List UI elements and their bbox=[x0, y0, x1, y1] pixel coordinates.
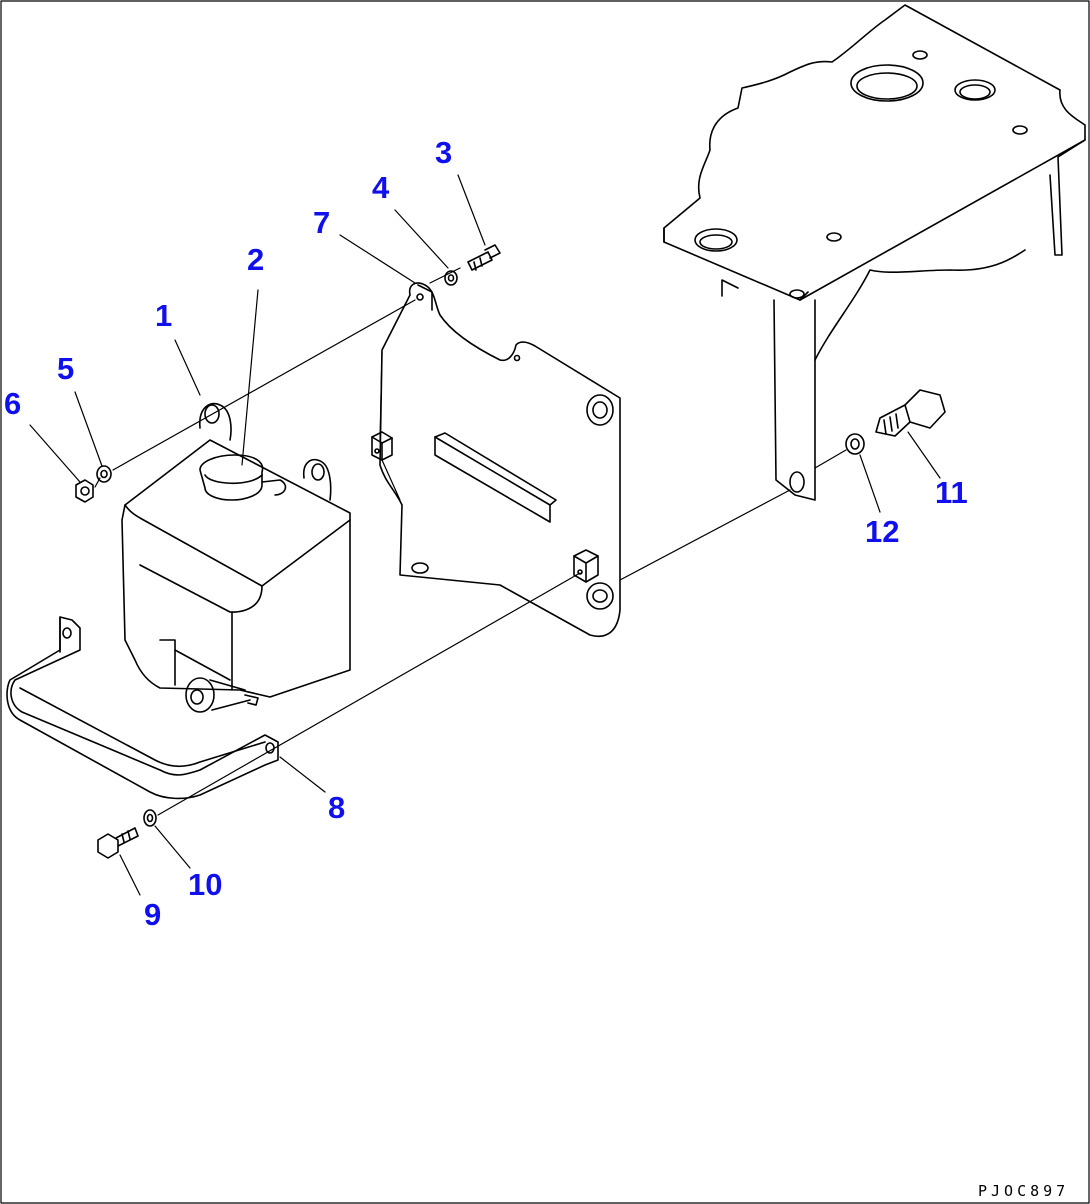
leader-lines bbox=[29, 174, 941, 896]
nut-6 bbox=[75, 479, 94, 503]
callout-2: 2 bbox=[247, 242, 264, 277]
callout-9: 9 bbox=[144, 897, 161, 932]
callout-labels: 1 2 3 4 5 6 7 8 9 10 11 12 bbox=[4, 135, 968, 932]
callout-8: 8 bbox=[328, 790, 345, 825]
washer-12 bbox=[845, 433, 865, 455]
bolt-3 bbox=[467, 244, 501, 271]
callout-6: 6 bbox=[4, 386, 21, 421]
callout-1: 1 bbox=[155, 298, 172, 333]
washer-10 bbox=[143, 809, 157, 827]
washer-4 bbox=[444, 270, 458, 286]
strap bbox=[6, 616, 279, 800]
reservoir-tank bbox=[121, 402, 351, 713]
assembly-lines bbox=[94, 267, 847, 816]
callout-4: 4 bbox=[372, 170, 390, 205]
callout-10: 10 bbox=[188, 867, 222, 902]
callout-11: 11 bbox=[935, 475, 968, 510]
washer-5 bbox=[96, 465, 112, 483]
callout-7: 7 bbox=[313, 205, 330, 240]
mounting-bracket bbox=[663, 4, 1086, 501]
drawing-code: PJOC897 bbox=[978, 1182, 1069, 1200]
callout-3: 3 bbox=[435, 135, 452, 170]
bolt-11 bbox=[875, 389, 946, 437]
mounting-plate bbox=[371, 282, 621, 637]
callout-12: 12 bbox=[865, 514, 899, 549]
bolt-9 bbox=[97, 827, 139, 859]
callout-5: 5 bbox=[57, 351, 74, 386]
